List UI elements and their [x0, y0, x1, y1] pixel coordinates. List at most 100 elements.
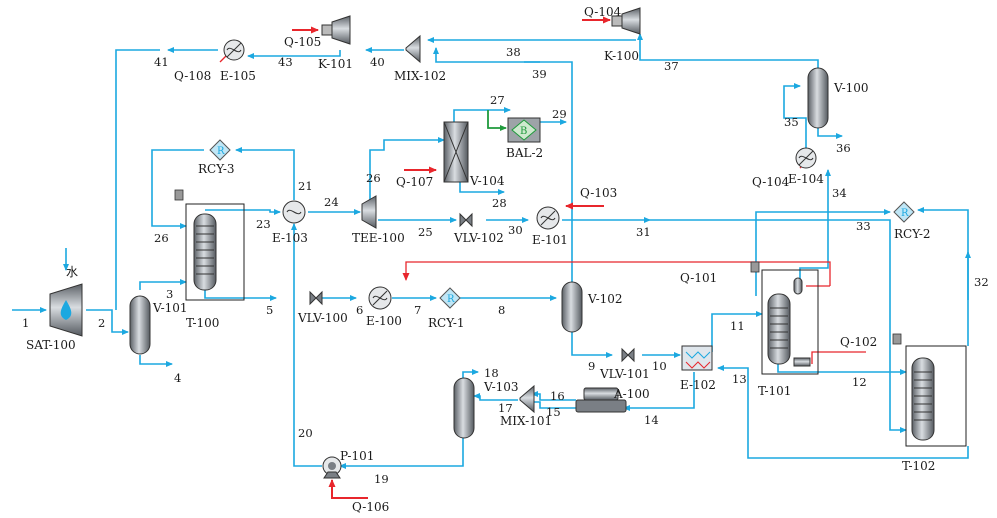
- stream-12-label: 12: [852, 375, 867, 389]
- stream-2-line[interactable]: [86, 309, 129, 335]
- e102-exchanger[interactable]: [681, 345, 713, 371]
- vlv101-valve[interactable]: [621, 347, 635, 363]
- svg-text:B: B: [520, 126, 527, 137]
- energy-streams: [219, 16, 866, 499]
- q107-label: Q-107: [396, 175, 433, 189]
- stream-19-line[interactable]: [339, 438, 464, 469]
- rcy3-recycle[interactable]: R: [209, 139, 231, 161]
- stream-13-label: 13: [732, 372, 747, 386]
- stream-16-line[interactable]: [531, 391, 576, 401]
- stream-8-label: 8: [498, 303, 505, 317]
- stream-43-line[interactable]: [247, 50, 341, 59]
- stream-36-line[interactable]: [817, 128, 843, 139]
- vlv102-valve[interactable]: [459, 212, 473, 228]
- k101-compressor[interactable]: [321, 15, 351, 45]
- q106-line[interactable]: [328, 479, 368, 499]
- rcy2-recycle[interactable]: R: [893, 201, 915, 223]
- a100-absorber[interactable]: [575, 387, 627, 413]
- stream-31b-line[interactable]: [650, 219, 907, 433]
- svg-text:R: R: [217, 146, 225, 157]
- stream-31-label: 31: [636, 225, 651, 239]
- stream-26a-line[interactable]: [151, 149, 204, 229]
- stream-26b-label: 26: [366, 171, 381, 185]
- v102-vessel[interactable]: [561, 281, 583, 333]
- stream-34-line[interactable]: [799, 169, 831, 280]
- stream-11-line[interactable]: [711, 311, 763, 352]
- stream-35-label: 35: [784, 115, 799, 129]
- stream-32-line[interactable]: [917, 207, 969, 346]
- v100-vessel[interactable]: [807, 67, 829, 129]
- stream-7-label: 7: [414, 303, 421, 317]
- e103-exchanger[interactable]: [282, 200, 306, 224]
- e105-cooler[interactable]: [223, 39, 245, 61]
- stream-17-line[interactable]: [473, 393, 518, 401]
- mix101-mixer[interactable]: [519, 384, 535, 414]
- t101-column[interactable]: [750, 261, 819, 375]
- equipment-labels: SAT-100 水 V-101 T-100 RCY-3 E-103 TEE-10…: [26, 49, 935, 473]
- stream-24-label: 24: [324, 195, 339, 209]
- stream-16-label: 16: [550, 389, 565, 403]
- q102-line[interactable]: [811, 351, 866, 364]
- stream-39-line[interactable]: [524, 61, 573, 284]
- stream-9-line[interactable]: [571, 330, 613, 358]
- q105-label: Q-105: [284, 35, 321, 49]
- v101-vessel[interactable]: [129, 295, 151, 355]
- mix102-label: MIX-102: [394, 69, 446, 83]
- sat100-saturator[interactable]: [49, 283, 83, 337]
- k100-compressor[interactable]: [611, 7, 641, 35]
- e104-cooler[interactable]: [795, 147, 817, 169]
- bal2-label: BAL-2: [506, 146, 543, 160]
- q101-line[interactable]: [402, 261, 831, 286]
- stream-28-line[interactable]: [459, 182, 505, 195]
- e101-cooler[interactable]: [536, 206, 560, 230]
- v100-label: V-100: [833, 81, 869, 95]
- stream-21-line[interactable]: [235, 147, 295, 200]
- stream-3-line[interactable]: [139, 279, 187, 290]
- balance-line[interactable]: [487, 110, 507, 131]
- stream-20-line[interactable]: [291, 223, 322, 467]
- tee100-splitter[interactable]: [361, 195, 377, 229]
- e103-label: E-103: [272, 231, 308, 245]
- bal2-balance[interactable]: B: [507, 117, 541, 143]
- stream-41-line[interactable]: [115, 49, 160, 310]
- stream-5-line[interactable]: [204, 288, 277, 301]
- stream-41-label: 41: [154, 55, 169, 69]
- stream-37-label: 37: [664, 59, 679, 73]
- rcy3-label: RCY-3: [198, 162, 235, 176]
- stream-18-line[interactable]: [462, 369, 479, 378]
- t102-column[interactable]: [892, 333, 967, 447]
- t100-column[interactable]: [174, 189, 245, 301]
- stream-19-label: 19: [374, 472, 389, 486]
- mix102-mixer[interactable]: [405, 34, 421, 64]
- stream-35-line[interactable]: [783, 83, 807, 148]
- stream-14-line[interactable]: [623, 372, 695, 411]
- stream-26a-label: 26: [154, 231, 169, 245]
- e100-cooler[interactable]: [368, 286, 392, 310]
- v103-vessel[interactable]: [453, 377, 475, 439]
- stream-12-line[interactable]: [777, 364, 907, 375]
- v104-reactor[interactable]: [443, 121, 469, 183]
- e101-label: E-101: [532, 233, 568, 247]
- stream-27-line[interactable]: [453, 107, 511, 122]
- stream-13-line[interactable]: [717, 365, 969, 459]
- sat100-label: SAT-100: [26, 338, 76, 352]
- stream-15-line[interactable]: [532, 401, 576, 409]
- k100-label: K-100: [604, 49, 639, 63]
- stream-39-arrow[interactable]: [433, 47, 540, 63]
- stream-37-line[interactable]: [637, 33, 819, 68]
- p101-pump[interactable]: [322, 456, 342, 479]
- q103-label: Q-103: [580, 186, 617, 200]
- stream-23-line[interactable]: [205, 209, 281, 215]
- stream-34-label: 34: [832, 186, 847, 200]
- stream-4-line[interactable]: [139, 355, 173, 367]
- vlv100-label: VLV-100: [297, 311, 348, 325]
- rcy1-recycle[interactable]: R: [439, 287, 461, 309]
- stream-6-label: 6: [356, 303, 363, 317]
- stream-10-label: 10: [652, 359, 667, 373]
- vlv100-valve[interactable]: [309, 290, 323, 306]
- water-label: 水: [66, 265, 78, 279]
- stream-26b-line[interactable]: [369, 137, 445, 205]
- q104a-label: Q-104: [584, 5, 622, 19]
- p101-label: P-101: [340, 449, 374, 463]
